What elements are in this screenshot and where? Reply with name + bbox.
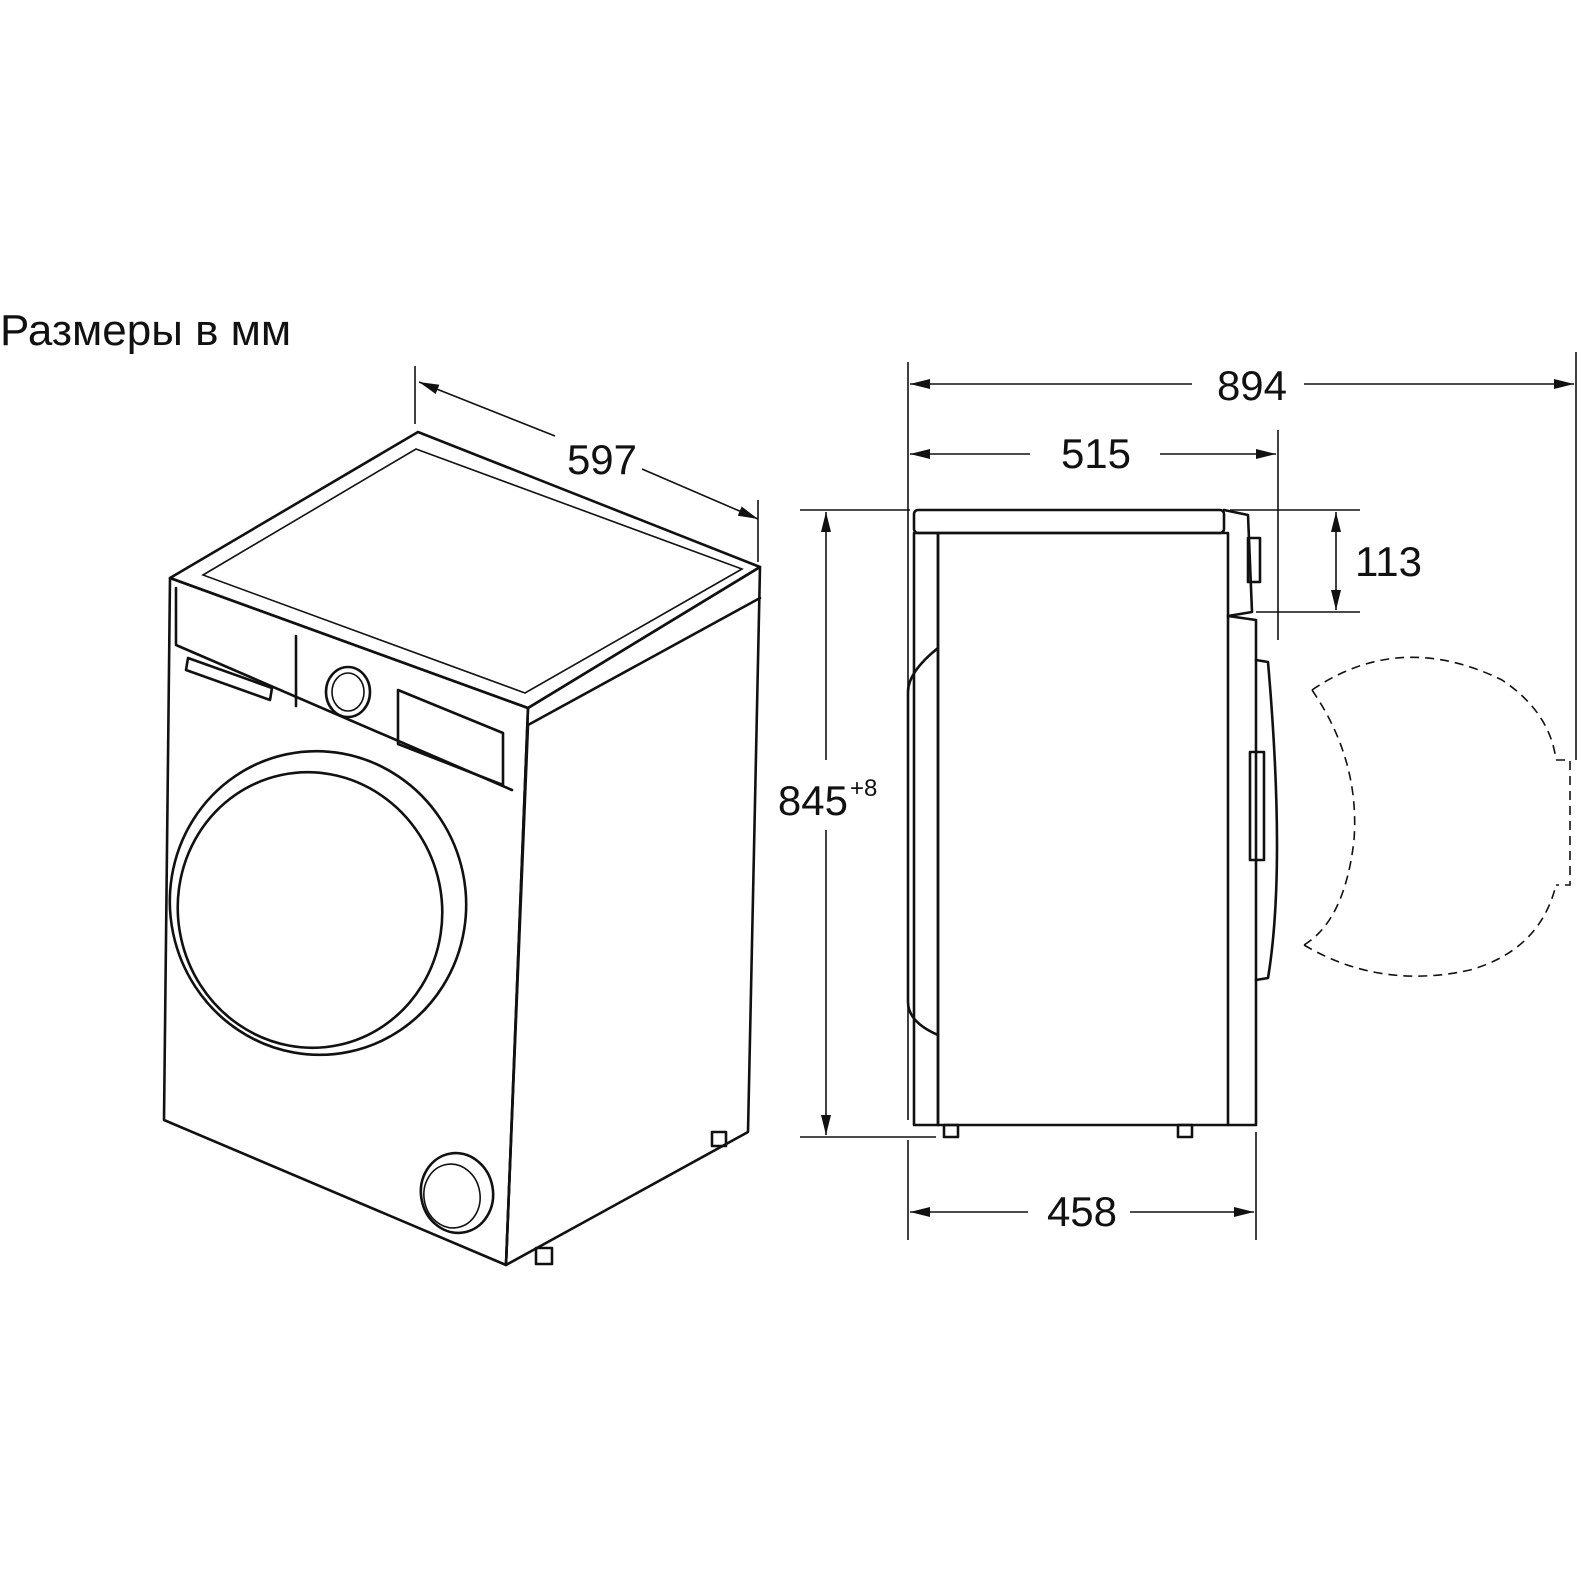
top-lid-inner [201,448,744,694]
side-foot-front [1176,1123,1194,1139]
door-outer [168,749,468,1057]
program-knob [324,665,372,719]
side-foot-rear [942,1123,960,1139]
door-handle-side [1248,750,1266,862]
control-panel-edge [174,586,514,792]
door-inner [176,770,444,1050]
height-value: 845 [778,777,848,824]
front-panel-side [1226,614,1258,1127]
washer-side-view [906,508,1571,1139]
program-knob-inner [331,672,365,712]
side-face [504,565,762,1267]
drawing-title: Размеры в мм [0,306,292,355]
depth-value: 515 [1061,430,1131,477]
height-tolerance: +8 [850,775,877,802]
door-swing-arc [1311,656,1557,761]
front-edge-thickness [504,723,530,1267]
door-swing-arc [1303,884,1557,977]
service-hatch [419,1151,495,1235]
side-body [936,531,1230,1127]
width-value: 597 [567,436,637,483]
panel-knob-side [1246,536,1262,584]
rear-bulge [906,646,940,1037]
door-swing-arc [1303,689,1356,946]
foot-front [534,1246,554,1266]
panel-height-value: 113 [1355,538,1422,585]
dimension-height: 845 +8 [778,509,936,1138]
dimension-depth-door-open: 894 [907,352,1577,1120]
rear-panel [912,531,940,1127]
washer-perspective-view [162,430,762,1267]
side-top-lid [912,508,1226,535]
foot-back [710,1130,728,1148]
body-depth-value: 458 [1047,1188,1117,1235]
dimension-width: 597 [414,366,759,562]
depth-door-open-value: 894 [1217,362,1287,409]
dimension-depth: 515 [910,430,1279,640]
display-panel [396,688,505,787]
dimension-body-depth: 458 [907,1132,1257,1240]
control-panel-side [1222,508,1254,618]
dimension-line [418,381,556,437]
dimension-panel-height: 113 [1230,509,1422,613]
door-side [1254,658,1279,982]
top-lid [168,430,762,710]
dimension-line [641,468,759,520]
door-swing-edge [1556,759,1571,886]
service-hatch-inner [423,1163,481,1229]
side-top-edge [526,596,762,727]
detergent-drawer [184,656,274,702]
